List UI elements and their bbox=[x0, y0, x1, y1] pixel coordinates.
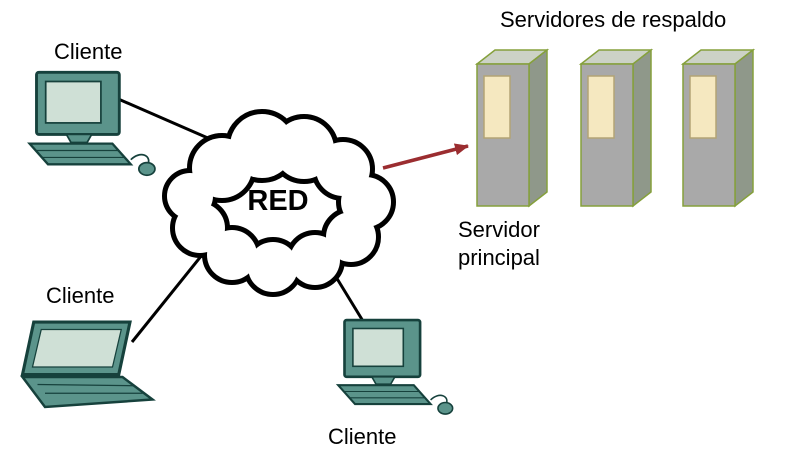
label-client-top: Cliente bbox=[54, 39, 123, 64]
label-backup-servers-title: Servidores de respaldo bbox=[500, 7, 727, 32]
desktop-client-bottom-icon bbox=[336, 318, 454, 416]
laptop-client-left-icon bbox=[20, 320, 155, 409]
server-backup-3-icon bbox=[682, 49, 754, 207]
connector-client-bottom-to-network bbox=[331, 271, 368, 327]
desktop-client-top-icon bbox=[28, 70, 157, 177]
network-to-server-arrow bbox=[382, 143, 469, 170]
server-main-icon bbox=[476, 49, 548, 207]
label-main-server: Servidor principal bbox=[458, 217, 540, 270]
server-backup-2-icon bbox=[580, 49, 652, 207]
connector-client-left-to-network bbox=[130, 249, 208, 343]
label-client-bottom: Cliente bbox=[328, 424, 397, 449]
label-client-left: Cliente bbox=[46, 283, 115, 308]
label-network: RED bbox=[247, 185, 309, 217]
